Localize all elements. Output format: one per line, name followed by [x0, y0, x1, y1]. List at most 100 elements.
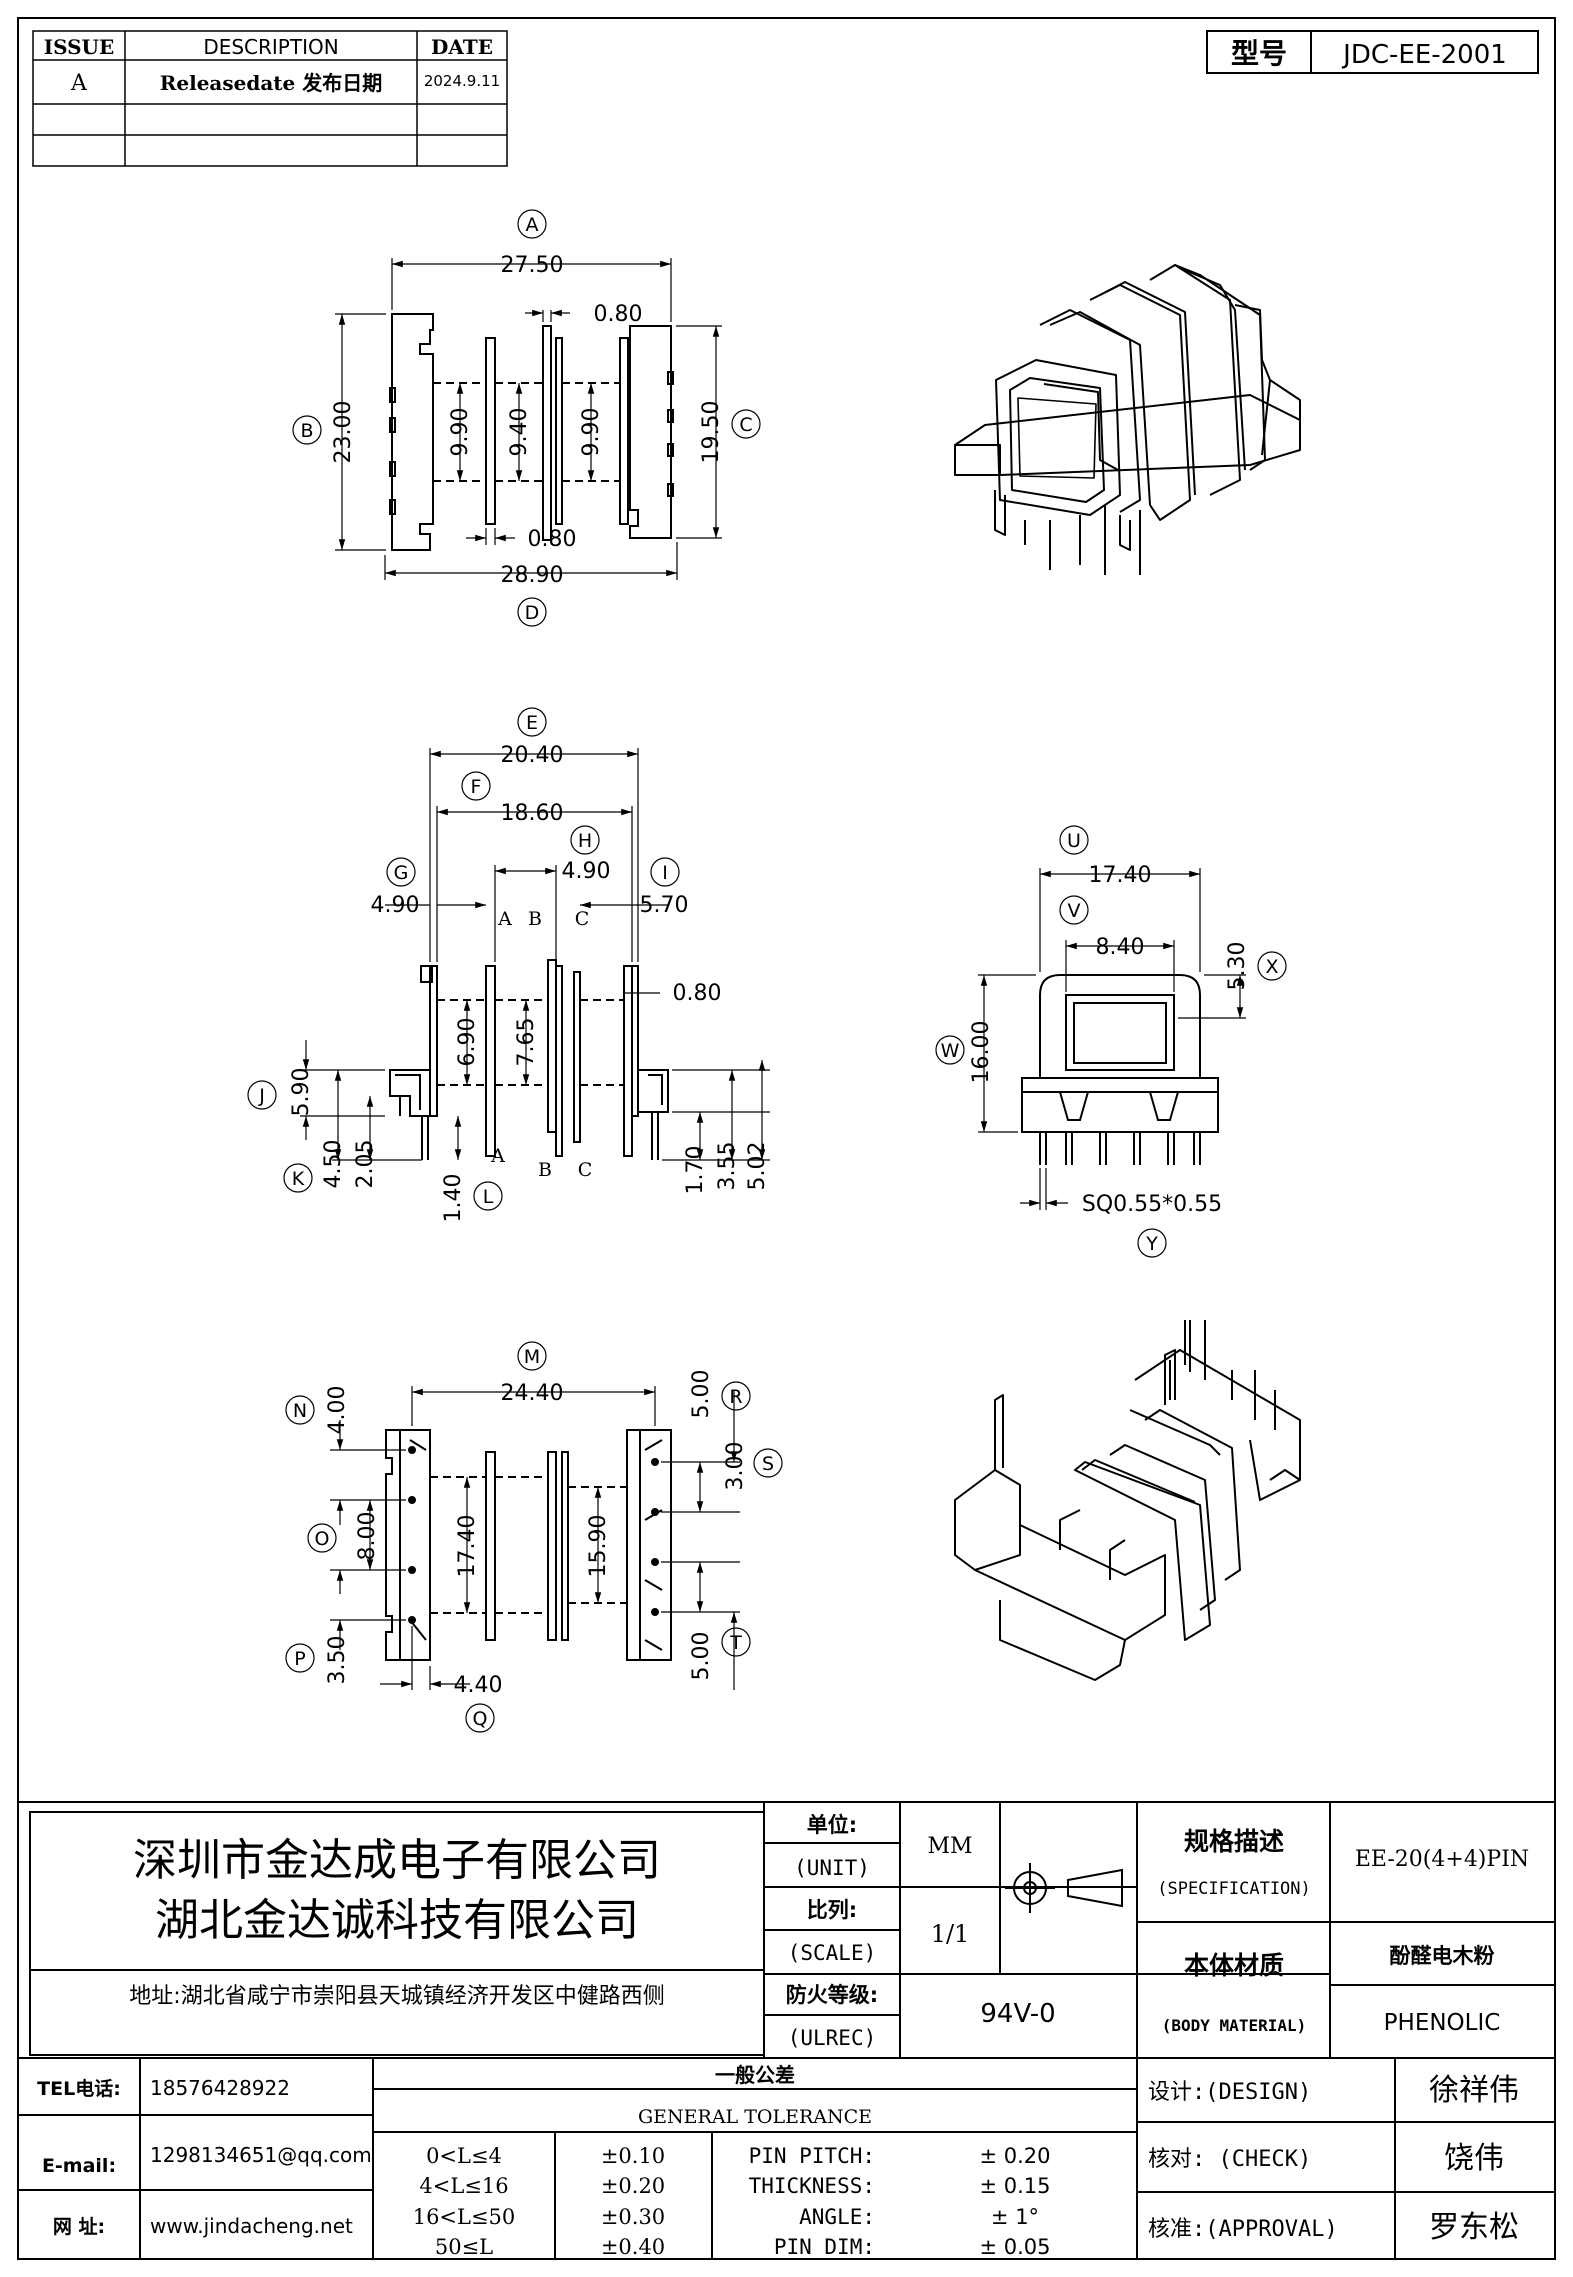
- dim-J-value: 5.90: [289, 1068, 314, 1117]
- check-name: 饶伟: [1444, 2141, 1504, 2176]
- spec-value: EE-20(4+4)PIN: [1355, 1847, 1529, 1872]
- circle-label-M: M: [524, 1346, 540, 1368]
- section-C-bottom: C: [578, 1159, 593, 1181]
- section-B-top: B: [528, 908, 542, 930]
- tol-value-4: ±0.40: [601, 2235, 665, 2259]
- dim-D-value: 28.90: [501, 563, 564, 588]
- dim-M-value: 24.40: [501, 1381, 564, 1406]
- fire-rating-value: 94V-0: [980, 1999, 1055, 2029]
- design-label: 设计:(DESIGN): [1148, 2080, 1311, 2105]
- dim-G-value: 4.90: [371, 893, 420, 918]
- rev-header-description: DESCRIPTION: [203, 35, 338, 59]
- check-label: 核对: (CHECK): [1148, 2147, 1311, 2172]
- dim-A-value: 27.50: [501, 253, 564, 278]
- bottom-view: [385, 1429, 672, 1661]
- spec-label-cn: 规格描述: [1184, 1827, 1284, 1856]
- projection-symbol-icon: [1005, 1863, 1123, 1913]
- circle-label-I: I: [662, 862, 668, 884]
- dim-top-080: 0.80: [594, 302, 643, 327]
- dim-N-value: 4.00: [325, 1386, 350, 1435]
- scale-label-cn: 比列:: [807, 1898, 857, 1922]
- rev-header-date: DATE: [431, 35, 493, 59]
- circle-label-V: V: [1068, 900, 1081, 922]
- circle-label-U: U: [1067, 830, 1081, 852]
- material-value-cn: 酚醛电木粉: [1390, 1944, 1495, 1968]
- dim-765: 7.65: [514, 1018, 539, 1067]
- dim-F-value: 18.60: [501, 801, 564, 826]
- dim-990-right: 9.90: [579, 408, 604, 457]
- web-label: 网 址:: [53, 2216, 105, 2238]
- side-view-dims: [247, 707, 770, 1211]
- spec-label-en: (SPECIFICATION): [1157, 1879, 1311, 1899]
- dim-bottom-080: 0.80: [528, 527, 577, 552]
- dim-1590: 15.90: [586, 1515, 611, 1578]
- material-label-cn: 本体材质: [1184, 1951, 1284, 1980]
- email-value: 1298134651@qq.com: [150, 2143, 372, 2167]
- dim-P-value: 3.50: [325, 1636, 350, 1685]
- tol-item-pin-dim: PIN DIM:: [774, 2235, 875, 2259]
- fire-rating-label-en: (ULREC): [788, 2026, 877, 2050]
- tolerance-title-cn: 一般公差: [715, 2063, 795, 2087]
- dim-170: 1.70: [683, 1146, 708, 1195]
- dim-L-value: 1.40: [441, 1174, 466, 1223]
- rev-row-date: 2024.9.11: [424, 72, 500, 90]
- tol-item-angle: ANGLE:: [799, 2205, 875, 2229]
- tol-item-value-4: ± 0.05: [979, 2235, 1050, 2259]
- dim-V-value: 8.40: [1096, 935, 1145, 960]
- tol-item-thickness: THICKNESS:: [749, 2174, 875, 2198]
- dim-Q-value: 4.40: [454, 1673, 503, 1698]
- fire-rating-label-cn: 防火等级:: [786, 1983, 878, 2007]
- rev-row-description: Releasedate 发布日期: [160, 71, 382, 95]
- tol-item-pin-pitch: PIN PITCH:: [749, 2144, 875, 2168]
- dim-E-value: 20.40: [501, 743, 564, 768]
- dim-X-value: 5.30: [1225, 942, 1250, 991]
- dim-O-value: 8.00: [355, 1512, 380, 1561]
- dim-205: 2.05: [353, 1140, 378, 1189]
- dim-C-value: 19.50: [699, 401, 724, 464]
- dim-940: 9.40: [507, 408, 532, 457]
- tol-item-value-2: ± 0.15: [979, 2174, 1050, 2198]
- title-block-grid: [18, 1801, 1555, 2259]
- web-value: www.jindacheng.net: [150, 2214, 353, 2238]
- dim-Y-value: SQ0.55*0.55: [1082, 1192, 1222, 1217]
- company-address: 地址:湖北省咸宁市崇阳县天城镇经济开发区中健路西侧: [129, 1984, 664, 2009]
- dim-R-value: 5.00: [689, 1370, 714, 1419]
- dim-690: 6.90: [455, 1018, 480, 1067]
- circle-label-N: N: [293, 1400, 307, 1422]
- tol-range-4: 50≤L: [435, 2235, 493, 2259]
- section-A-bottom: A: [490, 1145, 505, 1167]
- circle-label-W: W: [941, 1040, 960, 1062]
- dim-S-value: 3.00: [723, 1442, 748, 1491]
- circle-label-H: H: [578, 830, 592, 852]
- circle-label-D: D: [525, 602, 540, 624]
- dim-K-value: 4.50: [321, 1140, 346, 1189]
- unit-label-cn: 单位:: [807, 1813, 857, 1837]
- dim-H-value: 4.90: [562, 859, 611, 884]
- top-view-dims: [292, 209, 761, 627]
- rev-row-issue: A: [70, 71, 88, 96]
- tel-label: TEL电话:: [37, 2077, 121, 2100]
- circle-label-A: A: [526, 214, 539, 236]
- dim-side-080: 0.80: [673, 981, 722, 1006]
- dim-B-value: 23.00: [331, 401, 356, 464]
- unit-value: MM: [927, 1834, 972, 1859]
- tol-range-2: 4<L≤16: [419, 2174, 508, 2198]
- tol-value-3: ±0.30: [601, 2205, 665, 2229]
- tol-value-2: ±0.20: [601, 2174, 665, 2198]
- circle-label-P: P: [294, 1648, 305, 1670]
- tol-value-1: ±0.10: [601, 2144, 665, 2168]
- isometric-view-bottom: [954, 1320, 1301, 1681]
- circle-label-S: S: [762, 1453, 774, 1475]
- circle-label-R: R: [729, 1386, 742, 1408]
- tol-range-3: 16<L≤50: [413, 2205, 516, 2229]
- material-value-en: PHENOLIC: [1384, 2010, 1501, 2036]
- dim-1740: 17.40: [455, 1515, 480, 1578]
- dim-U-value: 17.40: [1089, 863, 1152, 888]
- dim-I-value: 5.70: [640, 893, 689, 918]
- company-name-2: 湖北金达诚科技有限公司: [155, 1895, 639, 1946]
- circle-label-C: C: [739, 414, 752, 436]
- unit-label-en: (UNIT): [794, 1856, 870, 1880]
- isometric-view-top: [954, 264, 1301, 575]
- circle-label-O: O: [315, 1528, 330, 1550]
